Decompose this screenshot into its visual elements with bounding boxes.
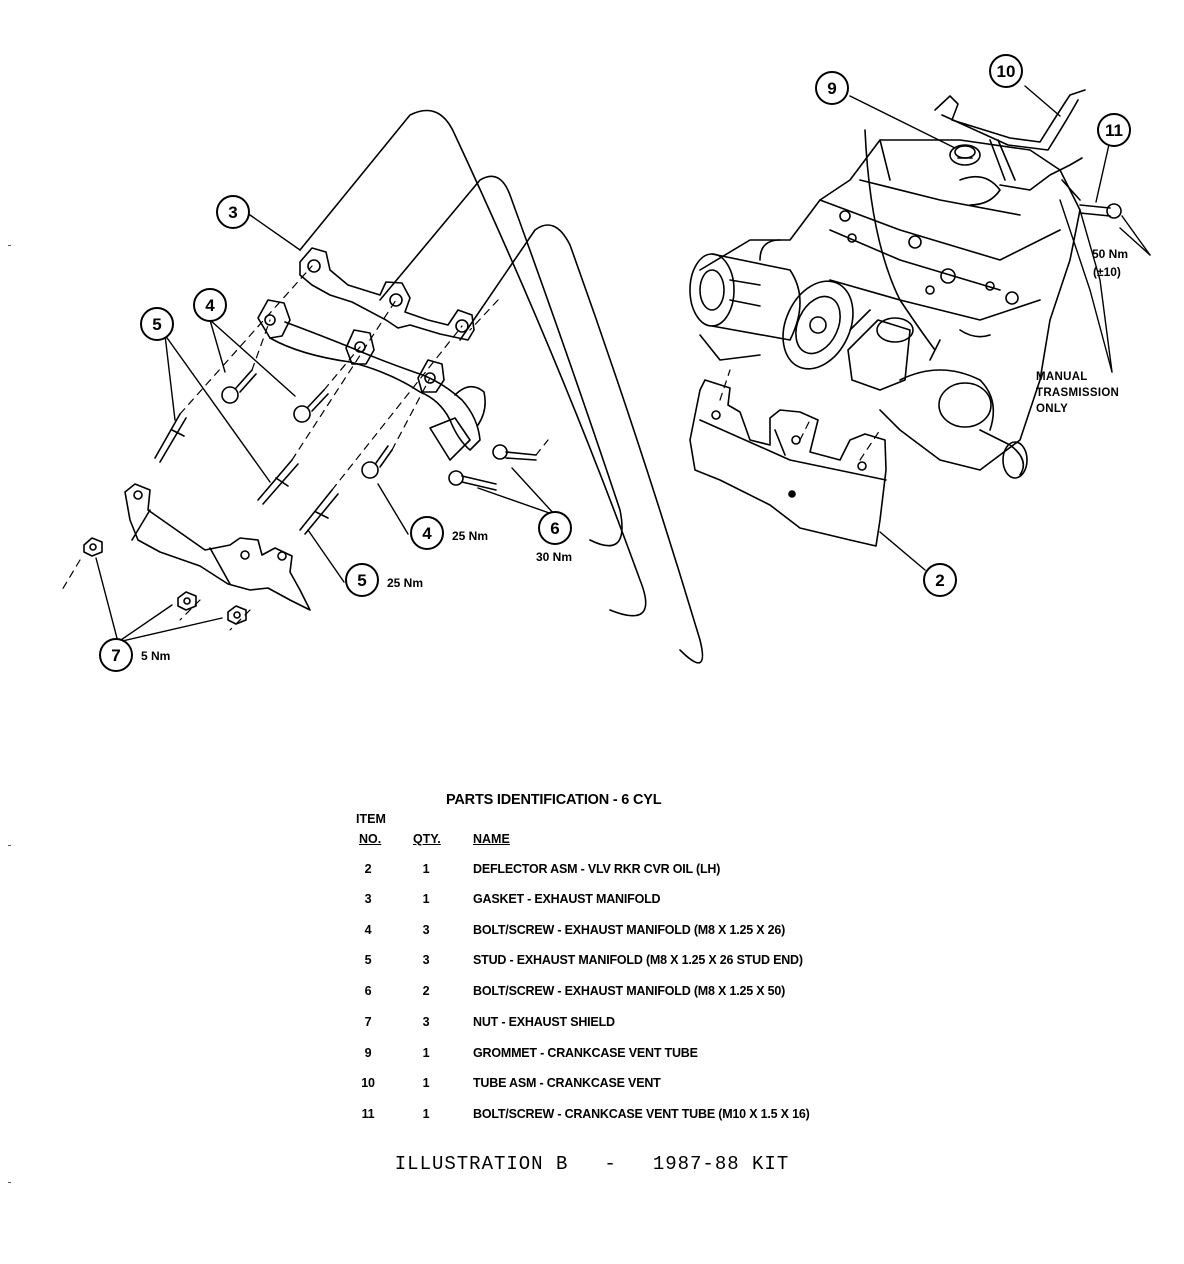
bolt-11: [1079, 203, 1122, 219]
exhaust-manifold: [257, 299, 486, 461]
callout-5-lower: 5: [345, 563, 379, 597]
callout-10: 10: [989, 54, 1023, 88]
margin-speck: [8, 245, 11, 246]
pulley: [782, 280, 854, 370]
stud-5c: [299, 489, 339, 535]
callout-circles: 2 3 4 4 5 5 6 7 9 10 11: [99, 54, 1131, 672]
callout-4-upper: 4: [193, 288, 227, 322]
callout-11: 11: [1097, 113, 1131, 147]
nut-7b: [177, 591, 197, 611]
swoop-line-inner: [459, 224, 704, 664]
deflector: [689, 379, 887, 547]
nut-7a: [83, 537, 103, 557]
alignment-lines: [61, 265, 881, 631]
oil-filter: [847, 309, 914, 391]
bolt-4c: [361, 445, 393, 479]
callout-7: 7: [99, 638, 133, 672]
table-row: 2 1 DEFLECTOR ASM - VLV RKR CVR OIL (LH): [364, 862, 721, 876]
svg-text:3: 3: [228, 203, 237, 222]
torque-4: 25 Nm: [452, 529, 488, 543]
torque-6: 30 Nm: [536, 550, 572, 564]
leader-lines: [95, 85, 1151, 643]
callout-9: 9: [815, 71, 849, 105]
caption-left: ILLUSTRATION B: [394, 1153, 569, 1175]
table-row: 4 3 BOLT/SCREW - EXHAUST MANIFOLD (M8 X …: [364, 923, 786, 937]
bolt-6b: [448, 470, 497, 491]
callout-2: 2: [923, 563, 957, 597]
note-line-1: MANUAL: [1036, 371, 1088, 383]
svg-text:10: 10: [997, 62, 1016, 81]
svg-text:9: 9: [827, 79, 836, 98]
header-name: NAME: [473, 832, 510, 846]
note-line-3: ONLY: [1036, 403, 1068, 415]
table-row: 10 1 TUBE ASM - CRANKCASE VENT: [361, 1076, 661, 1090]
compressor: [689, 253, 801, 361]
svg-text:7: 7: [111, 646, 120, 665]
callout-6: 6: [538, 511, 572, 545]
table-row: 9 1 GROMMET - CRANKCASE VENT TUBE: [364, 1046, 698, 1060]
callout-4-lower: 4: [410, 516, 444, 550]
torque-7: 5 Nm: [141, 649, 170, 663]
swoop-line-middle: [379, 175, 623, 547]
header-item-no: NO.: [359, 832, 382, 846]
table-row: 11 1 BOLT/SCREW - CRANKCASE VENT TUBE (M…: [361, 1107, 810, 1121]
dipstick: [864, 129, 936, 351]
illustration-caption: ILLUSTRATION B - 1987-88 KIT: [0, 1153, 1184, 1175]
exhaust-gasket: [299, 247, 475, 341]
bolt-6a: [492, 444, 537, 461]
svg-text:5: 5: [357, 571, 366, 590]
callout-5-upper: 5: [140, 307, 174, 341]
svg-text:11: 11: [1105, 121, 1123, 140]
svg-text:4: 4: [205, 296, 215, 315]
svg-text:5: 5: [152, 315, 161, 334]
torque-11: 50 Nm: [1092, 247, 1128, 261]
bolt-4b: [293, 389, 329, 423]
stud-5b: [257, 459, 299, 505]
caption-right: 1987-88 KIT: [652, 1153, 790, 1175]
svg-text:4: 4: [422, 524, 432, 543]
svg-text:2: 2: [935, 571, 944, 590]
table-row: 6 2 BOLT/SCREW - EXHAUST MANIFOLD (M8 X …: [364, 984, 786, 998]
margin-speck: [8, 1182, 11, 1183]
exploded-view-diagram: 2 3 4 4 5 5 6 7 9 10 11 25 Nm 25 Nm 30 N…: [61, 54, 1151, 672]
nut-7c: [227, 605, 247, 625]
note-line-2: TRASMISSION: [1036, 387, 1119, 399]
bolt-4a: [221, 369, 257, 404]
stud-5a: [154, 413, 187, 463]
caption-dash: -: [604, 1153, 617, 1175]
parts-title: PARTS IDENTIFICATION - 6 CYL: [446, 792, 662, 808]
table-row: 5 3 STUD - EXHAUST MANIFOLD (M8 X 1.25 X…: [364, 953, 803, 967]
grommet: [949, 144, 981, 166]
svg-text:6: 6: [550, 519, 559, 538]
vent-tube: [934, 89, 1086, 201]
torque-5: 25 Nm: [387, 576, 423, 590]
header-item-line1: ITEM: [356, 812, 386, 826]
table-row: 3 1 GASKET - EXHAUST MANIFOLD: [364, 892, 661, 906]
torque-11-tolerance: (±10): [1093, 265, 1121, 279]
engine-block: [699, 139, 1081, 479]
swoop-line-outer: [299, 109, 647, 617]
table-row: 7 3 NUT - EXHAUST SHIELD: [364, 1015, 615, 1029]
exhaust-shield: [124, 483, 311, 611]
header-qty: QTY.: [413, 832, 441, 846]
callout-3: 3: [216, 195, 250, 229]
margin-speck: [8, 845, 11, 846]
